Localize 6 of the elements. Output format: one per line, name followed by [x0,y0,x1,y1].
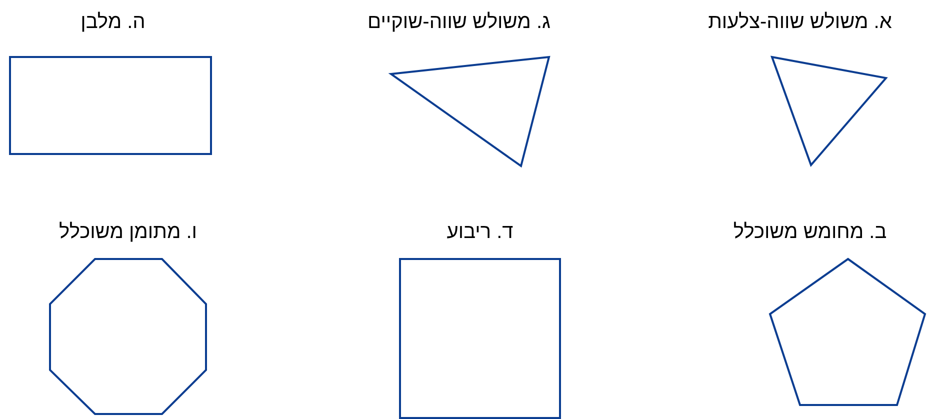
shape-label: ג. משולש שווה-שוקיים [368,10,550,34]
shape-label: א. משולש שווה-צלעות [708,10,892,34]
shape-label: ו. מתומן משוכלל [59,220,197,244]
shape-label: ה. מלבן [80,10,146,34]
shape-label: ב. מחומש משוכלל [733,220,887,244]
shape-label: ד. ריבוע [446,220,514,244]
